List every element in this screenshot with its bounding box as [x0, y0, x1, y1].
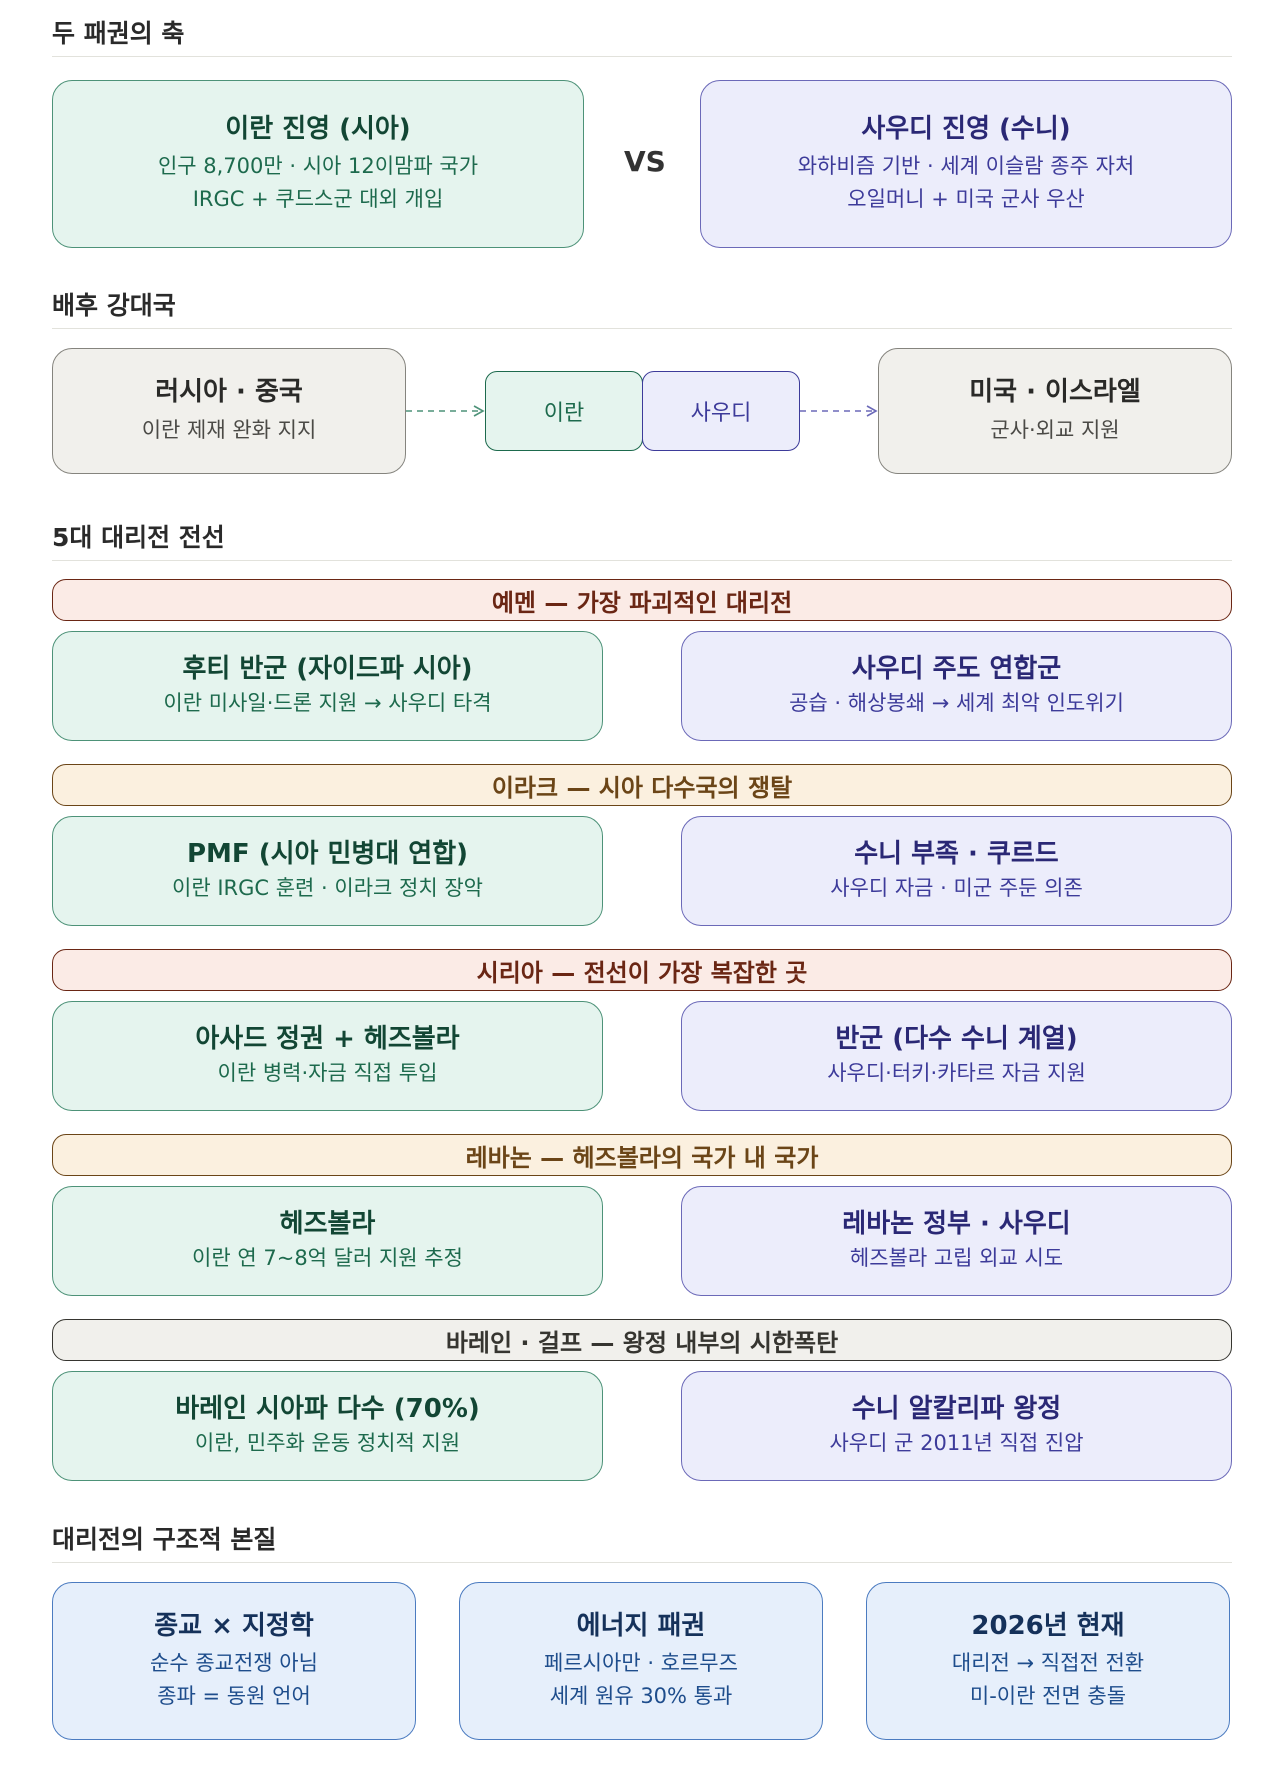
essence-line2: 종파 = 동원 언어: [157, 1683, 311, 1708]
front-left-sub: 이란, 민주화 운동 정치적 지원: [194, 1430, 461, 1455]
saudi-camp-line2: 오일머니 + 미국 군사 우산: [847, 186, 1085, 211]
front-left-title: PMF (시아 민병대 연합): [186, 838, 469, 869]
divider: [52, 1562, 1232, 1563]
front-left-title: 바레인 시아파 다수 (70%): [175, 1393, 480, 1424]
front-banner-bahrain: 바레인 · 걸프 — 왕정 내부의 시한폭탄: [52, 1319, 1232, 1361]
front-banner-yemen: 예멘 — 가장 파괴적인 대리전: [52, 579, 1232, 621]
front-yemen-iran-box: 후티 반군 (자이드파 시아) 이란 미사일·드론 지원 → 사우디 타격: [52, 631, 603, 741]
divider: [52, 56, 1232, 57]
arrowhead-iran: [473, 405, 485, 417]
front-banner-syria: 시리아 — 전선이 가장 복잡한 곳: [52, 949, 1232, 991]
divider: [52, 328, 1232, 329]
front-left-title: 헤즈볼라: [279, 1208, 376, 1239]
essence-card-energy: 에너지 패권 페르시아만 · 호르무즈 세계 원유 30% 통과: [459, 1582, 823, 1740]
front-left-sub: 이란 병력·자금 직접 투입: [217, 1060, 438, 1085]
front-right-sub: 공습 · 해상봉쇄 → 세계 최악 인도위기: [789, 690, 1124, 715]
essence-title: 에너지 패권: [576, 1610, 706, 1641]
iran-camp-box: 이란 진영 (시아) 인구 8,700만 · 시아 12이맘파 국가 IRGC …: [52, 80, 584, 248]
russia-china-title: 러시아 · 중국: [155, 376, 303, 407]
saudi-camp-box: 사우디 진영 (수니) 와하비즘 기반 · 세계 이슬람 종주 자처 오일머니 …: [700, 80, 1232, 248]
essence-line1: 순수 종교전쟁 아님: [150, 1651, 318, 1676]
essence-title: 2026년 현재: [971, 1610, 1125, 1641]
front-left-title: 아사드 정권 + 헤즈볼라: [195, 1023, 460, 1054]
front-right-title: 레바논 정부 · 사우디: [842, 1208, 1071, 1239]
us-israel-title: 미국 · 이스라엘: [969, 376, 1141, 407]
us-israel-sub: 군사·외교 지원: [990, 417, 1120, 442]
front-left-title: 후티 반군 (자이드파 시아): [182, 653, 473, 684]
us-israel-box: 미국 · 이스라엘 군사·외교 지원: [878, 348, 1232, 474]
front-yemen-saudi-box: 사우디 주도 연합군 공습 · 해상봉쇄 → 세계 최악 인도위기: [681, 631, 1232, 741]
russia-china-box: 러시아 · 중국 이란 제재 완화 지지: [52, 348, 406, 474]
front-iraq-saudi-box: 수니 부족 · 쿠르드 사우디 자금 · 미군 주둔 의존: [681, 816, 1232, 926]
front-bahrain-saudi-box: 수니 알칼리파 왕정 사우디 군 2011년 직접 진압: [681, 1371, 1232, 1481]
section-title-fronts: 5대 대리전 전선: [52, 523, 225, 552]
section-title-axis: 두 패권의 축: [52, 19, 185, 48]
iran-camp-line2: IRGC + 쿠드스군 대외 개입: [192, 186, 444, 211]
essence-line1: 대리전 → 직접전 전환: [951, 1651, 1145, 1676]
front-left-sub: 이란 연 7~8억 달러 지원 추정: [192, 1245, 463, 1270]
front-banner-lebanon: 레바논 — 헤즈볼라의 국가 내 국가: [52, 1134, 1232, 1176]
essence-title: 종교 × 지정학: [154, 1610, 314, 1641]
front-syria-saudi-box: 반군 (다수 수니 계열) 사우디·터키·카타르 자금 지원: [681, 1001, 1232, 1111]
arrowhead-us: [866, 405, 878, 417]
front-lebanon-iran-box: 헤즈볼라 이란 연 7~8억 달러 지원 추정: [52, 1186, 603, 1296]
iran-node: 이란: [485, 371, 643, 451]
front-right-title: 반군 (다수 수니 계열): [835, 1023, 1078, 1054]
saudi-node: 사우디: [642, 371, 800, 451]
front-left-sub: 이란 IRGC 훈련 · 이라크 정치 장악: [172, 875, 483, 900]
front-left-sub: 이란 미사일·드론 지원 → 사우디 타격: [163, 690, 492, 715]
iran-camp-title: 이란 진영 (시아): [225, 113, 411, 144]
front-lebanon-saudi-box: 레바논 정부 · 사우디 헤즈볼라 고립 외교 시도: [681, 1186, 1232, 1296]
section-title-powers: 배후 강대국: [52, 291, 176, 320]
russia-china-sub: 이란 제재 완화 지지: [141, 417, 317, 442]
saudi-camp-line1: 와하비즘 기반 · 세계 이슬람 종주 자처: [797, 154, 1135, 179]
iran-camp-line1: 인구 8,700만 · 시아 12이맘파 국가: [157, 154, 479, 179]
front-iraq-iran-box: PMF (시아 민병대 연합) 이란 IRGC 훈련 · 이라크 정치 장악: [52, 816, 603, 926]
front-syria-iran-box: 아사드 정권 + 헤즈볼라 이란 병력·자금 직접 투입: [52, 1001, 603, 1111]
front-right-title: 사우디 주도 연합군: [851, 653, 1062, 684]
front-banner-iraq: 이라크 — 시아 다수국의 쟁탈: [52, 764, 1232, 806]
vs-label: VS: [624, 145, 666, 178]
front-bahrain-iran-box: 바레인 시아파 다수 (70%) 이란, 민주화 운동 정치적 지원: [52, 1371, 603, 1481]
saudi-camp-title: 사우디 진영 (수니): [861, 113, 1071, 144]
essence-card-2026: 2026년 현재 대리전 → 직접전 전환 미-이란 전면 충돌: [866, 1582, 1230, 1740]
section-title-essence: 대리전의 구조적 본질: [52, 1525, 277, 1554]
essence-line2: 세계 원유 30% 통과: [549, 1683, 733, 1708]
front-right-title: 수니 부족 · 쿠르드: [854, 838, 1059, 869]
essence-line1: 페르시아만 · 호르무즈: [544, 1651, 738, 1676]
front-right-sub: 사우디 군 2011년 직접 진압: [829, 1430, 1084, 1455]
front-right-sub: 사우디·터키·카타르 자금 지원: [827, 1060, 1086, 1085]
front-right-title: 수니 알칼리파 왕정: [851, 1393, 1062, 1424]
essence-card-religion: 종교 × 지정학 순수 종교전쟁 아님 종파 = 동원 언어: [52, 1582, 416, 1740]
divider: [52, 560, 1232, 561]
front-right-sub: 사우디 자금 · 미군 주둔 의존: [830, 875, 1083, 900]
front-right-sub: 헤즈볼라 고립 외교 시도: [849, 1245, 1064, 1270]
essence-line2: 미-이란 전면 충돌: [969, 1683, 1127, 1708]
